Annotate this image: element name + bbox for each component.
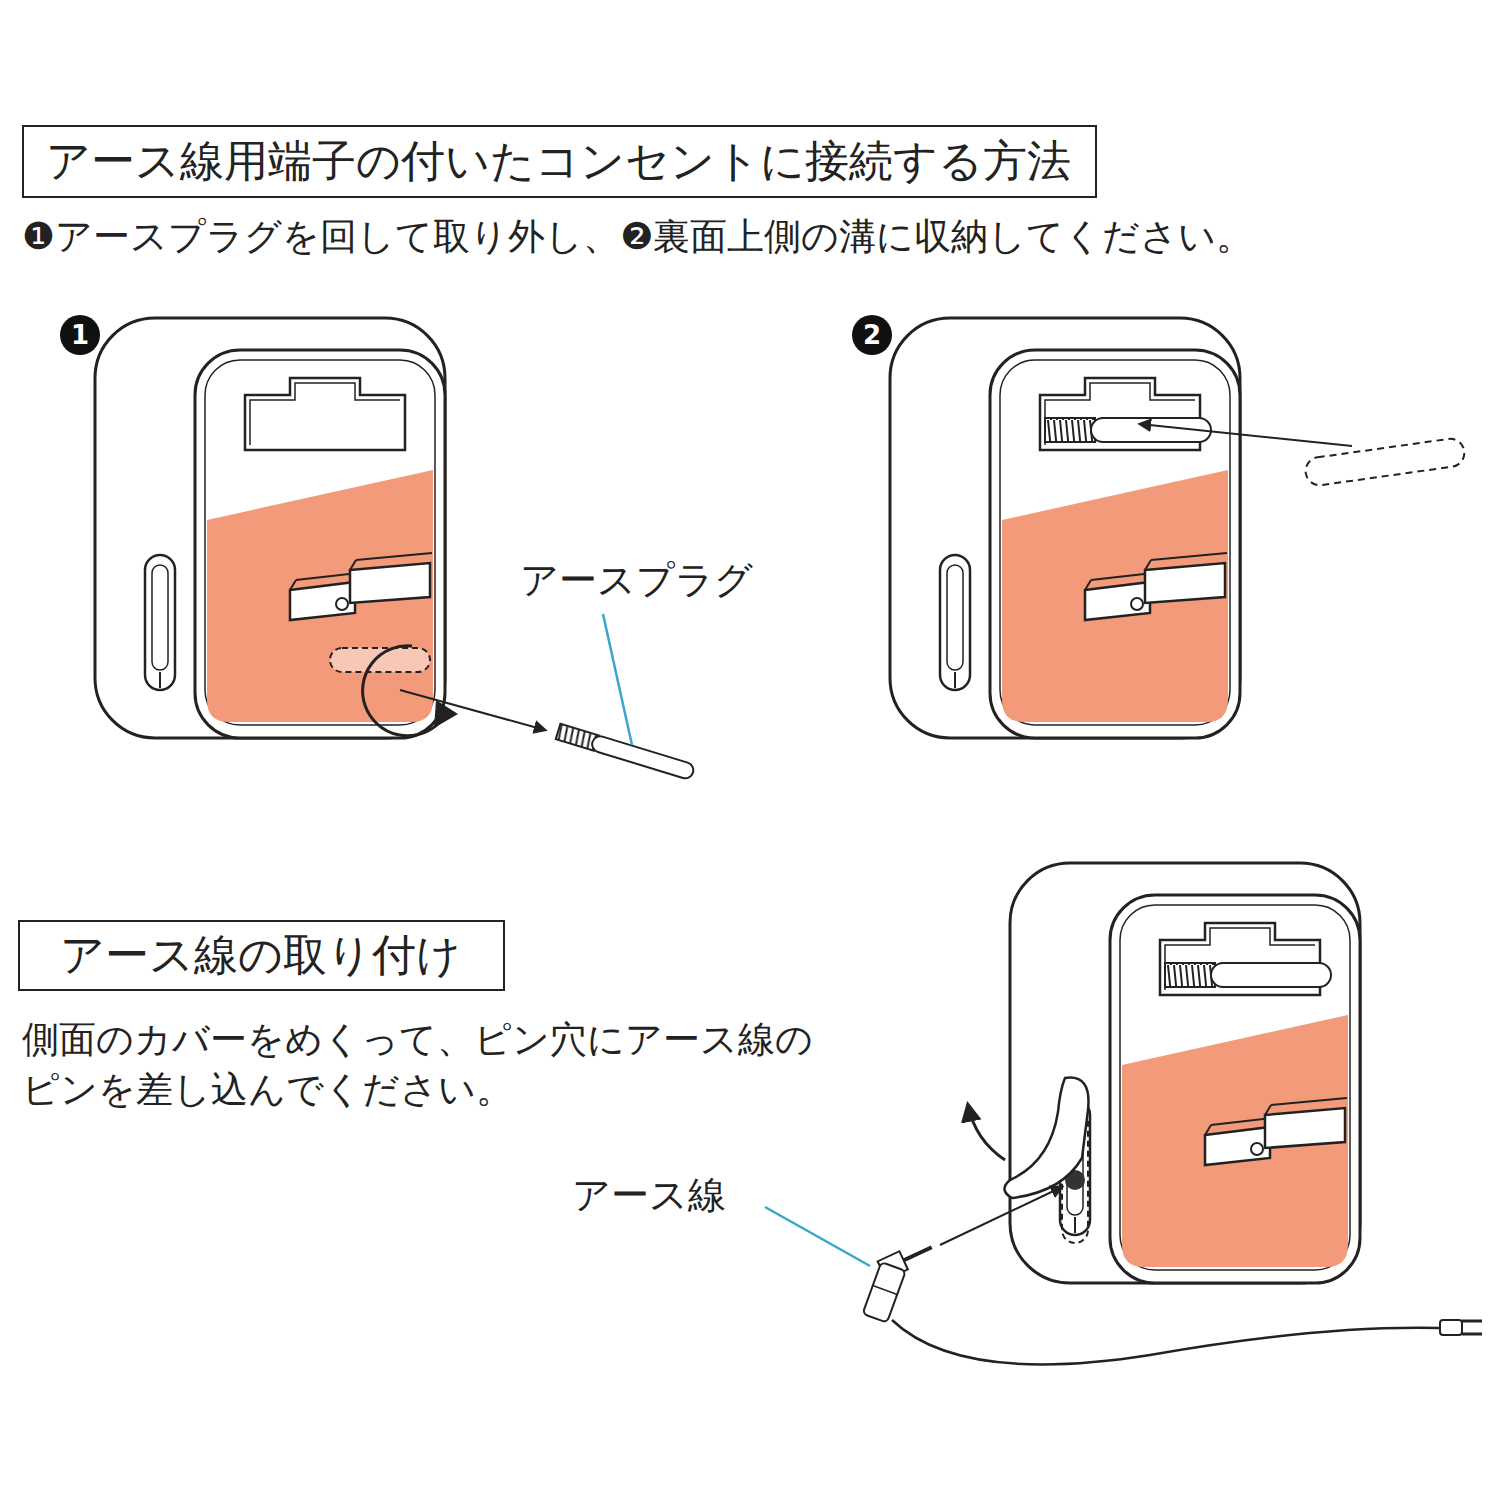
adapter-figure-1 [95, 318, 695, 780]
heading-box: アース線の取り付け [18, 920, 505, 991]
heading-box: アース線用端子の付いたコンセントに接続する方法 [22, 125, 1097, 198]
heading-text: アース線の取り付け [60, 927, 463, 982]
plug-move-guide [1140, 424, 1466, 487]
heading-text: アース線用端子の付いたコンセントに接続する方法 [46, 133, 1073, 188]
part-label: アースプラグ [520, 555, 753, 606]
part-label: アース線 [572, 1170, 726, 1221]
instruction-text: 側面のカバーをめくって、ピン穴にアース線のピンを差し込んでください。 [22, 1015, 842, 1115]
instruction-text: ❶アースプラグを回して取り外し、❷裏面上側の溝に収納してください。 [22, 212, 1253, 262]
adapter-figure-2 [890, 318, 1240, 738]
callout-number: 1 [60, 315, 100, 355]
adapter-figure-3 [1010, 863, 1360, 1283]
side-cover-and-wire [765, 1078, 1482, 1365]
callout-number: 2 [852, 315, 892, 355]
